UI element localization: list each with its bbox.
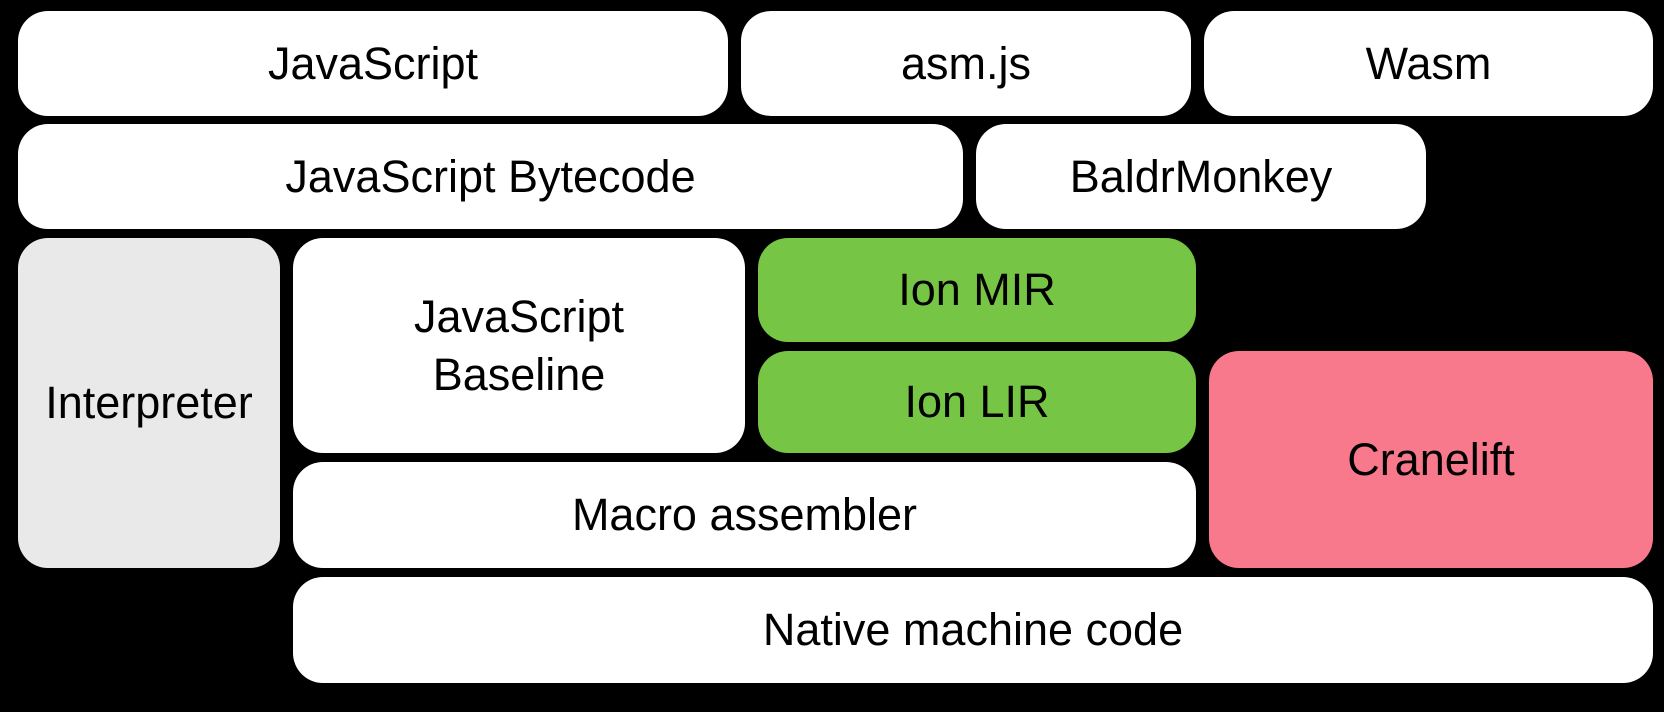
node-javascript: JavaScript <box>18 11 728 116</box>
node-cranelift: Cranelift <box>1209 351 1653 568</box>
node-interpreter: Interpreter <box>18 238 280 568</box>
node-ion-lir: Ion LIR <box>758 351 1196 453</box>
node-ion-mir: Ion MIR <box>758 238 1196 342</box>
node-native-machine-code: Native machine code <box>293 577 1653 683</box>
node-javascript-baseline: JavaScript Baseline <box>293 238 745 453</box>
node-wasm: Wasm <box>1204 11 1653 116</box>
node-macro-assembler: Macro assembler <box>293 462 1196 568</box>
node-baldrmonkey: BaldrMonkey <box>976 124 1426 229</box>
node-asmjs: asm.js <box>741 11 1191 116</box>
node-javascript-bytecode: JavaScript Bytecode <box>18 124 963 229</box>
